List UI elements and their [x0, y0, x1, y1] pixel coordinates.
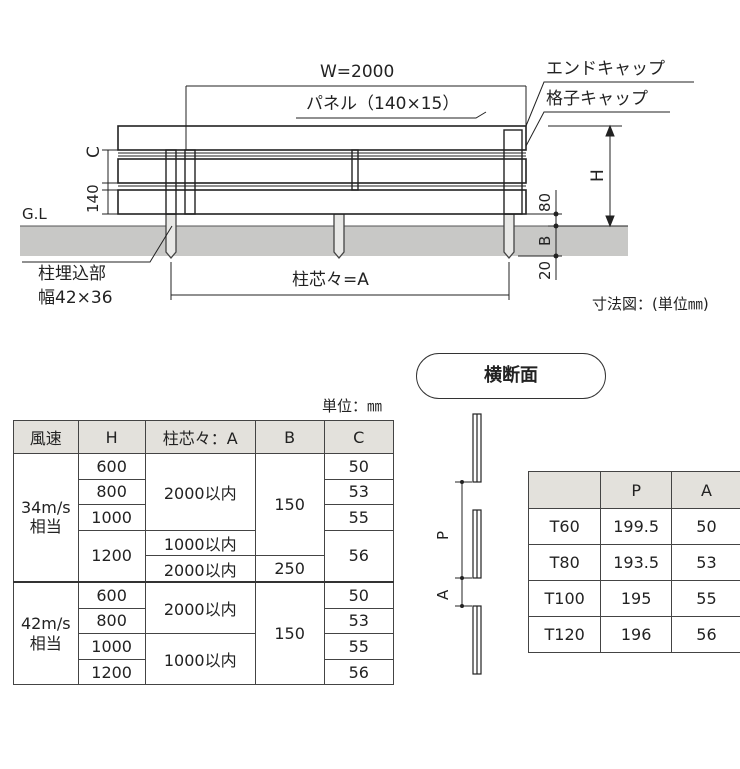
a-label: A [434, 589, 452, 600]
cell-c: 56 [323, 658, 395, 686]
cell-type: T80 [527, 544, 602, 581]
dim-140-label: 140 [84, 184, 102, 213]
table-row: 1200 56 [14, 658, 395, 686]
wind-42: 42m/s 相当 [13, 580, 79, 686]
end-cap-label: エンドキャップ [546, 59, 665, 79]
p-label: P [434, 530, 452, 540]
col-a: A [670, 471, 740, 509]
cell-a: 50 [670, 508, 740, 545]
cell-c: 50 [323, 580, 395, 609]
cell-c: 55 [323, 633, 395, 660]
ground [20, 226, 628, 256]
dim-20-label: 20 [536, 260, 554, 280]
dim-b-label: B [536, 235, 554, 246]
panel-edges [118, 152, 526, 187]
col-type [527, 471, 602, 509]
section-table: P A T60 199.5 50 T80 193.5 53 T100 195 5… [527, 471, 740, 653]
cell-p: 195 [600, 580, 672, 617]
table-row: T100 195 55 [527, 580, 740, 617]
cell-type: T100 [527, 580, 602, 617]
cross-section-dots [460, 480, 464, 608]
table-row: 800 53 [14, 478, 395, 506]
pitch-dimension [170, 262, 510, 300]
dim-80-label: 80 [536, 192, 554, 212]
table-row: T120 196 56 [527, 616, 740, 653]
gl-label: G.L [22, 205, 47, 223]
cell-h: 600 [77, 453, 146, 480]
cell-a: 56 [670, 616, 740, 653]
cell-h: 1000 [77, 633, 146, 660]
cell-b: 150 [254, 580, 325, 686]
wind-34: 34m/s 相当 [13, 452, 79, 583]
col-b: B [254, 420, 325, 454]
cell-h: 800 [77, 478, 146, 506]
cell-c: 56 [323, 529, 395, 583]
cell-c: 55 [323, 504, 395, 531]
table-row: 1000 55 [14, 504, 395, 531]
c-label: C [84, 146, 104, 158]
left-dimensions [102, 149, 118, 215]
table-row: 42m/s 相当 600 2000以内 150 50 [13, 580, 395, 686]
table-row: 800 53 [14, 607, 395, 635]
table-row: 1200 1000以内 56 [14, 529, 395, 583]
grid-cap-label: 格子キャップ [546, 89, 648, 109]
spec-header-row: 風速 H 柱芯々：A B C [13, 420, 395, 454]
col-h: H [77, 420, 146, 454]
table-row: T80 193.5 53 [527, 544, 740, 581]
cell-a: 1000以内 [144, 633, 256, 686]
cell-a: 53 [670, 544, 740, 581]
cell-p: 193.5 [600, 544, 672, 581]
cell-type: T120 [527, 616, 602, 653]
col-wind: 風速 [13, 420, 79, 454]
cell-p: 199.5 [600, 508, 672, 545]
fence-panels [117, 125, 527, 215]
height-dimension [548, 124, 628, 228]
col-p: P [600, 471, 672, 509]
unit-note: 寸法図：(単位㎜) [592, 295, 709, 313]
cell-p: 196 [600, 616, 672, 653]
cell-h: 1000 [77, 504, 146, 531]
col-c: C [323, 420, 395, 454]
unit-label: 単位：㎜ [322, 397, 383, 415]
cell-a: 2000以内 [144, 555, 256, 583]
cell-a: 2000以内 [144, 580, 256, 635]
table-row: 34m/s 相当 600 2000以内 150 50 [13, 452, 395, 583]
cell-h: 800 [77, 607, 146, 635]
cell-a: 55 [670, 580, 740, 617]
cell-c: 53 [323, 607, 395, 635]
cell-h: 600 [77, 580, 146, 609]
width-dimension [185, 85, 527, 150]
cell-a: 1000以内 [144, 529, 256, 557]
table-row: 1000 1000以内 55 [14, 633, 395, 686]
pitch-label: 柱芯々=A [292, 270, 369, 290]
cross-section-drawing [472, 413, 482, 675]
cross-section-title: 横断面 [416, 353, 606, 399]
embed-label-1: 柱埋込部 [38, 264, 106, 284]
section-header-row: P A [527, 471, 740, 509]
embed-label-2: 幅42×36 [38, 288, 113, 308]
dimension-dots [553, 211, 559, 259]
leader-lines [22, 81, 694, 263]
panel-label: パネル（140×15） [306, 94, 460, 114]
cell-h: 1200 [77, 529, 146, 583]
cell-a: 2000以内 [144, 453, 256, 531]
posts [165, 129, 523, 215]
cell-c: 50 [323, 453, 395, 480]
col-a: 柱芯々：A [144, 420, 256, 454]
cell-h: 1200 [77, 658, 146, 686]
spec-table: 風速 H 柱芯々：A B C 34m/s 相当 600 2000以内 150 5… [13, 420, 395, 686]
h-label: H [588, 169, 608, 182]
cell-b: 250 [254, 555, 325, 583]
cell-c: 53 [323, 478, 395, 506]
cell-type: T60 [527, 508, 602, 545]
width-label: W=2000 [320, 62, 395, 82]
cell-b: 150 [254, 452, 325, 557]
table-row: T60 199.5 50 [527, 508, 740, 545]
cross-section-dims [455, 481, 472, 607]
